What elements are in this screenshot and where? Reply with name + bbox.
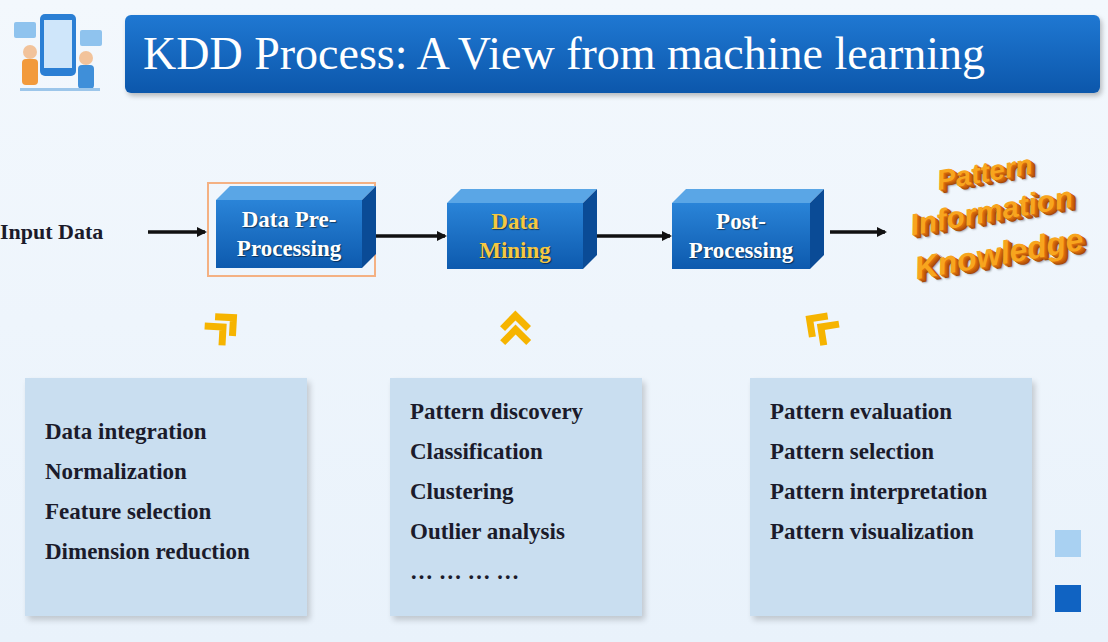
list-item: Dimension reduction: [45, 532, 301, 572]
process-box: Data Pre-Processing: [216, 200, 362, 268]
list-item: Pattern interpretation: [770, 472, 1026, 512]
flow-arrow: [597, 236, 670, 237]
highlight-frame: [208, 183, 375, 276]
header-icon: [14, 14, 102, 91]
corner-square: [1055, 530, 1081, 557]
box-label: Data Pre-Processing: [219, 205, 359, 263]
list-item: Outlier analysis: [410, 512, 636, 552]
list-item: Classification: [410, 432, 636, 472]
detail-panel: Data integrationNormalizationFeature sel…: [25, 378, 307, 616]
process-box: Data Mining: [447, 203, 583, 269]
process-box: Post-Processing: [672, 203, 810, 269]
input-arrow: [148, 230, 205, 234]
title-banner: KDD Process: A View from machine learnin…: [125, 15, 1100, 93]
list-item: Data integration: [45, 412, 301, 452]
list-item: Feature selection: [45, 492, 301, 532]
chevron-arrow: [205, 317, 234, 346]
list-item: Pattern discovery: [410, 392, 636, 432]
list-item: … … … …: [410, 552, 636, 592]
chevron-arrow: [503, 316, 529, 343]
list-item: Normalization: [45, 452, 301, 492]
flow-arrow: [376, 236, 445, 237]
box-label: Data Mining: [470, 207, 560, 265]
list-item: Clustering: [410, 472, 636, 512]
detail-panel: Pattern discoveryClassificationClusterin…: [390, 378, 642, 616]
box-label: Post-Processing: [672, 207, 810, 265]
output-word-art: PatternInformationKnowledge: [875, 132, 1108, 307]
list-item: Pattern evaluation: [770, 392, 1026, 432]
corner-square: [1055, 585, 1081, 612]
list-item: Pattern visualization: [770, 512, 1026, 552]
detail-panel: Pattern evaluationPattern selectionPatte…: [750, 378, 1032, 616]
output-arrow: [830, 230, 885, 234]
chevron-arrow: [810, 316, 839, 345]
list-item: Pattern selection: [770, 432, 1026, 472]
input-label: Input Data: [0, 215, 103, 249]
